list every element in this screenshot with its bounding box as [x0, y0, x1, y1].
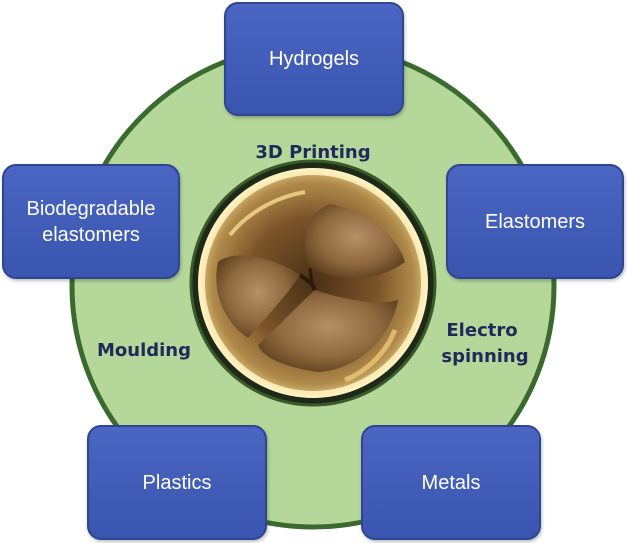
material-label-biodegradable-line1: Biodegradable: [26, 197, 156, 220]
material-label-metals: Metals: [421, 471, 481, 494]
method-electrospinning-line1: Electro: [446, 320, 517, 341]
method-3d-printing: 3D Printing: [255, 142, 370, 163]
material-box-elastomers: Elastomers: [446, 164, 624, 279]
method-electrospinning-line2: spinning: [441, 346, 528, 367]
material-label-biodegradable-elastomers: Biodegradable elastomers: [27, 196, 156, 248]
method-moulding: Moulding: [97, 340, 191, 361]
material-box-metals: Metals: [361, 425, 541, 540]
material-box-hydrogels: Hydrogels: [224, 2, 404, 116]
material-label-elastomers: Elastomers: [484, 210, 586, 233]
material-box-plastics: Plastics: [87, 425, 267, 540]
material-label-biodegradable-line2: elastomers: [42, 223, 140, 246]
material-box-biodegradable-elastomers: Biodegradable elastomers: [2, 164, 180, 279]
heart-valve-photo: [189, 159, 437, 407]
material-label-plastics: Plastics: [142, 471, 212, 494]
material-label-hydrogels: Hydrogels: [268, 48, 360, 70]
